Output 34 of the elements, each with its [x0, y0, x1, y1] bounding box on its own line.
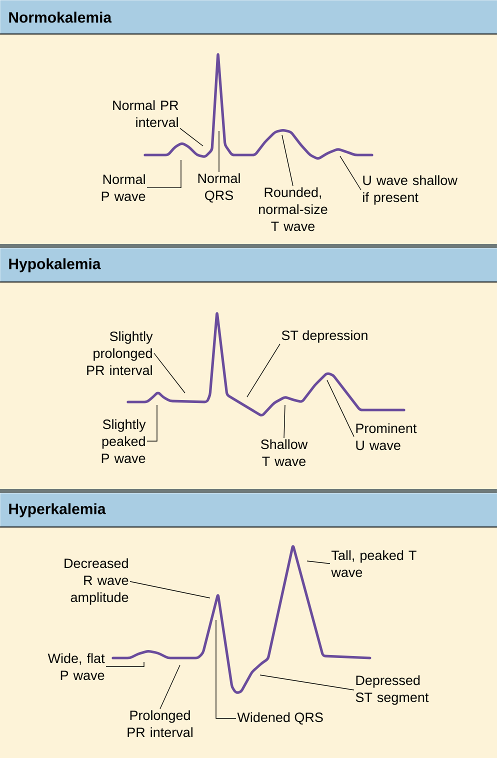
callout-label: Slightly peaked P wave: [102, 419, 146, 464]
callout-label: Normal PR interval: [113, 100, 178, 128]
callout-label: U wave shallow if present: [363, 175, 458, 205]
callout-label: Prominent U wave: [356, 423, 417, 450]
callout-label: Prolonged PR interval: [128, 710, 192, 738]
callout-label: Widened QRS: [237, 712, 323, 725]
callout-label: Slightly prolonged PR interval: [87, 331, 153, 376]
leader-line: [154, 352, 186, 394]
leader-line: [216, 620, 236, 719]
leader-line: [146, 404, 158, 442]
callout-label: Rounded, normal-size T wave: [259, 187, 328, 232]
callout-label: Depressed ST segment: [356, 675, 429, 705]
callout-label: Tall, peaked T wave: [331, 550, 416, 578]
leader-line: [246, 344, 280, 398]
leader-line: [106, 662, 144, 667]
leader-line: [260, 674, 354, 690]
leader-line: [130, 581, 210, 598]
callout-label: Normal QRS: [198, 173, 240, 203]
callout-label: Shallow T wave: [260, 439, 308, 466]
leader-line: [306, 560, 330, 564]
header-band: Hyperkalemia: [0, 493, 497, 528]
leader-line: [282, 134, 294, 186]
leader-line: [146, 160, 182, 188]
leader-line: [218, 130, 220, 172]
leader-line: [326, 380, 354, 438]
header-band: Normokalemia: [0, 0, 497, 34]
header-band: Hypokalemia: [0, 248, 497, 282]
leader-line: [180, 128, 204, 146]
callout-label: Normal P wave: [102, 174, 146, 202]
callout-label: Decreased R wave amplitude: [64, 558, 128, 605]
leader-line: [160, 664, 180, 710]
callout-label: Wide, flat P wave: [48, 653, 105, 680]
leader-line: [284, 404, 286, 438]
leader-line: [340, 156, 362, 190]
